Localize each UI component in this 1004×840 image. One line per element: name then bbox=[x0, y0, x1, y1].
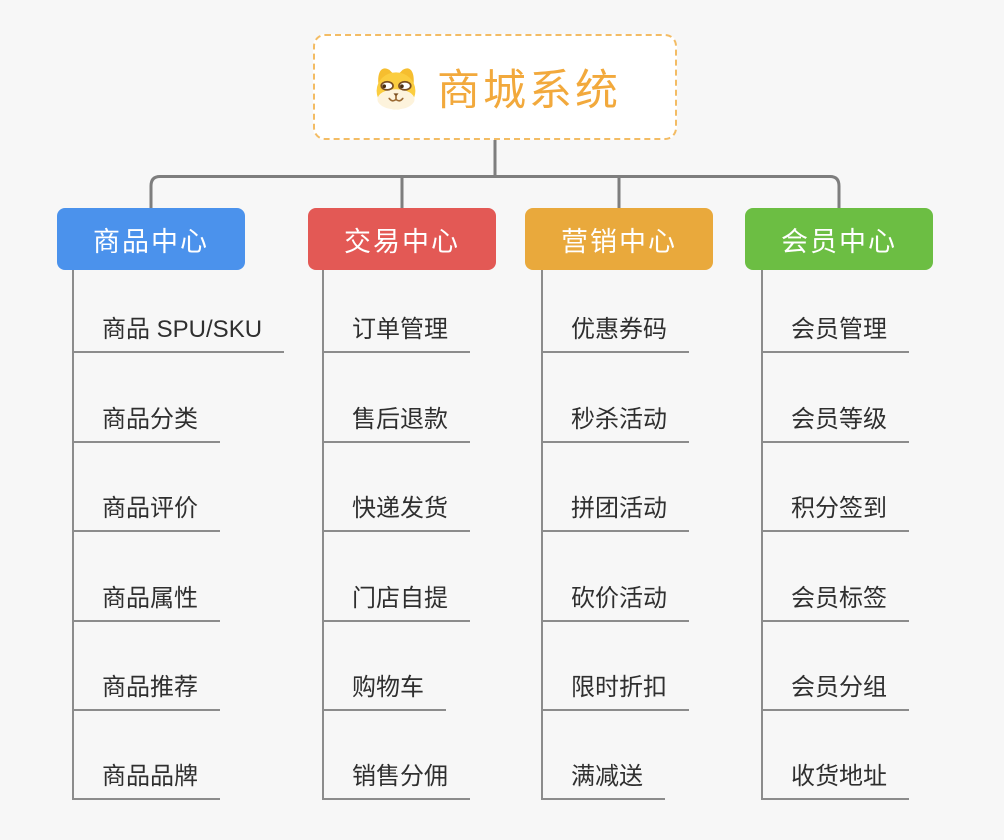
leaf-node[interactable]: 商品品牌 bbox=[74, 756, 220, 801]
root-node[interactable]: 商城系统 bbox=[313, 34, 677, 140]
branch-leaves: 优惠券码 秒杀活动 拼团活动 砍价活动 限时折扣 满减送 bbox=[541, 264, 689, 801]
leaf-row: 快递发货 bbox=[324, 443, 470, 533]
leaf-node[interactable]: 商品属性 bbox=[74, 578, 220, 622]
leaf-node[interactable]: 销售分佣 bbox=[324, 756, 470, 801]
leaf-node[interactable]: 会员分组 bbox=[763, 667, 909, 711]
leaf-row: 销售分佣 bbox=[324, 711, 470, 801]
leaf-node[interactable]: 优惠券码 bbox=[543, 309, 689, 354]
leaf-node[interactable]: 订单管理 bbox=[324, 309, 470, 354]
leaf-row: 商品属性 bbox=[74, 532, 284, 622]
branch-node-marketing[interactable]: 营销中心 bbox=[525, 208, 713, 270]
leaf-node[interactable]: 会员管理 bbox=[763, 309, 909, 354]
leaf-row: 售后退款 bbox=[324, 353, 470, 443]
leaf-row: 满减送 bbox=[543, 711, 689, 801]
leaf-row: 会员管理 bbox=[763, 264, 909, 354]
leaf-row: 秒杀活动 bbox=[543, 353, 689, 443]
leaf-node[interactable]: 商品评价 bbox=[74, 488, 220, 533]
leaf-row: 收货地址 bbox=[763, 711, 909, 801]
leaf-node[interactable]: 满减送 bbox=[543, 756, 665, 801]
leaf-node[interactable]: 会员标签 bbox=[763, 578, 909, 622]
leaf-node[interactable]: 售后退款 bbox=[324, 399, 470, 443]
leaf-node[interactable]: 砍价活动 bbox=[543, 578, 689, 622]
branch-leaves: 商品 SPU/SKU 商品分类 商品评价 商品属性 商品推荐 商品品牌 bbox=[72, 264, 285, 801]
leaf-row: 商品 SPU/SKU bbox=[74, 264, 285, 354]
leaf-row: 商品分类 bbox=[74, 353, 284, 443]
leaf-node[interactable]: 收货地址 bbox=[763, 756, 909, 801]
leaf-row: 会员分组 bbox=[763, 622, 909, 711]
leaf-row: 商品推荐 bbox=[74, 622, 284, 711]
leaf-node[interactable]: 门店自提 bbox=[324, 578, 470, 622]
leaf-row: 门店自提 bbox=[324, 532, 470, 622]
branch-rail-line bbox=[149, 175, 841, 208]
branch-node-products[interactable]: 商品中心 bbox=[57, 208, 245, 270]
leaf-row: 商品评价 bbox=[74, 443, 284, 533]
leaf-row: 限时折扣 bbox=[543, 622, 689, 711]
branch-node-members[interactable]: 会员中心 bbox=[745, 208, 933, 270]
leaf-row: 拼团活动 bbox=[543, 443, 689, 533]
branch-leaves: 会员管理 会员等级 积分签到 会员标签 会员分组 收货地址 bbox=[761, 264, 909, 801]
leaf-node[interactable]: 商品分类 bbox=[74, 399, 220, 443]
leaf-node[interactable]: 购物车 bbox=[324, 667, 446, 711]
leaf-row: 会员等级 bbox=[763, 353, 909, 443]
leaf-row: 优惠券码 bbox=[543, 264, 689, 354]
leaf-node[interactable]: 快递发货 bbox=[324, 488, 470, 533]
root-title: 商城系统 bbox=[437, 67, 621, 115]
branch-leaves: 订单管理 售后退款 快递发货 门店自提 购物车 销售分佣 bbox=[322, 264, 470, 801]
leaf-node[interactable]: 积分签到 bbox=[763, 488, 909, 533]
leaf-row: 订单管理 bbox=[324, 264, 470, 354]
leaf-row: 砍价活动 bbox=[543, 532, 689, 622]
branch-node-trade[interactable]: 交易中心 bbox=[308, 208, 496, 270]
dog-face-icon bbox=[376, 67, 416, 109]
leaf-row: 商品品牌 bbox=[74, 711, 284, 801]
leaf-row: 购物车 bbox=[324, 622, 470, 711]
leaf-node[interactable]: 商品推荐 bbox=[74, 667, 220, 711]
leaf-node[interactable]: 会员等级 bbox=[763, 399, 909, 443]
leaf-node[interactable]: 商品 SPU/SKU bbox=[74, 309, 285, 354]
leaf-node[interactable]: 秒杀活动 bbox=[543, 399, 689, 443]
leaf-node[interactable]: 限时折扣 bbox=[543, 667, 689, 711]
leaf-node[interactable]: 拼团活动 bbox=[543, 488, 689, 533]
leaf-row: 会员标签 bbox=[763, 532, 909, 622]
leaf-row: 积分签到 bbox=[763, 443, 909, 533]
